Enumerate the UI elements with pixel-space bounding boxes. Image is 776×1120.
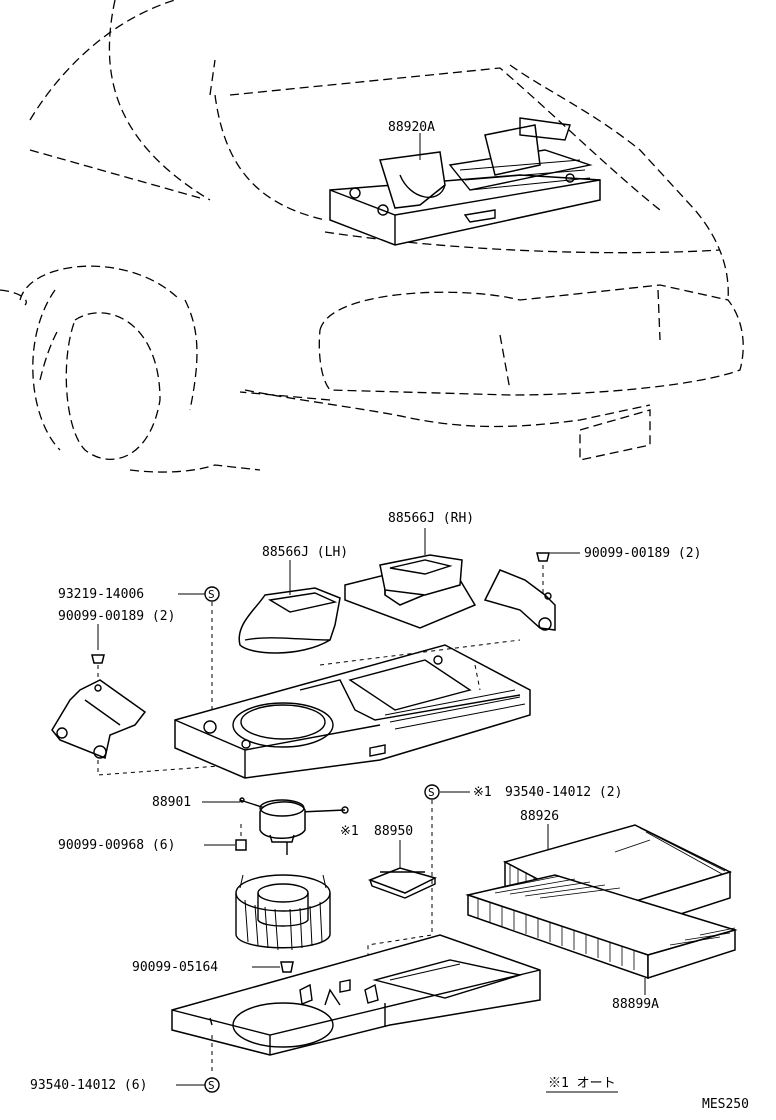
control-unit-88950 — [367, 867, 438, 899]
label-88926: 88926 — [520, 809, 559, 824]
footnote: ※1 オート — [548, 1076, 616, 1091]
bottom-case — [171, 934, 541, 1056]
main-case — [174, 644, 531, 779]
label-90099-05164: 90099-05164 — [132, 960, 218, 975]
duct-lh — [238, 560, 341, 654]
filter-88899a — [465, 874, 738, 980]
screw-symbol-1: S — [204, 586, 220, 602]
top-assembly-88920a — [329, 117, 601, 246]
screw-symbol-2: S — [424, 784, 440, 800]
label-93540-14012-bottom: 93540-14012 (6) — [30, 1078, 147, 1093]
duct-rh — [344, 528, 477, 629]
label-93219-14006: 93219-14006 — [58, 587, 144, 602]
screw-symbol-3: S — [204, 1077, 220, 1093]
left-bracket — [51, 679, 147, 760]
label-90099-00189-left: 90099-00189 (2) — [58, 609, 175, 624]
svg-text:S: S — [208, 1079, 215, 1092]
label-88950-mark: ※1 — [340, 824, 359, 839]
label-93540-14012-top: 93540-14012 (2) — [505, 785, 622, 800]
diagram-code: MES250 — [702, 1097, 749, 1112]
label-88566j-rh: 88566J (RH) — [388, 511, 474, 526]
label-88566j-lh: 88566J (LH) — [262, 545, 348, 560]
svg-text:S: S — [208, 588, 215, 601]
svg-text:S: S — [428, 786, 435, 799]
label-88920a: 88920A — [388, 120, 435, 135]
label-90099-00968: 90099-00968 (6) — [58, 838, 175, 853]
label-88901: 88901 — [152, 795, 191, 810]
fan-wheel — [235, 874, 331, 951]
label-93540-top-mark: ※1 — [473, 785, 492, 800]
right-bracket — [483, 552, 580, 631]
blower-motor-88901 — [239, 797, 349, 855]
label-90099-00189-right: 90099-00189 (2) — [584, 546, 701, 561]
label-88899a: 88899A — [612, 997, 659, 1012]
label-88950: 88950 — [374, 824, 413, 839]
